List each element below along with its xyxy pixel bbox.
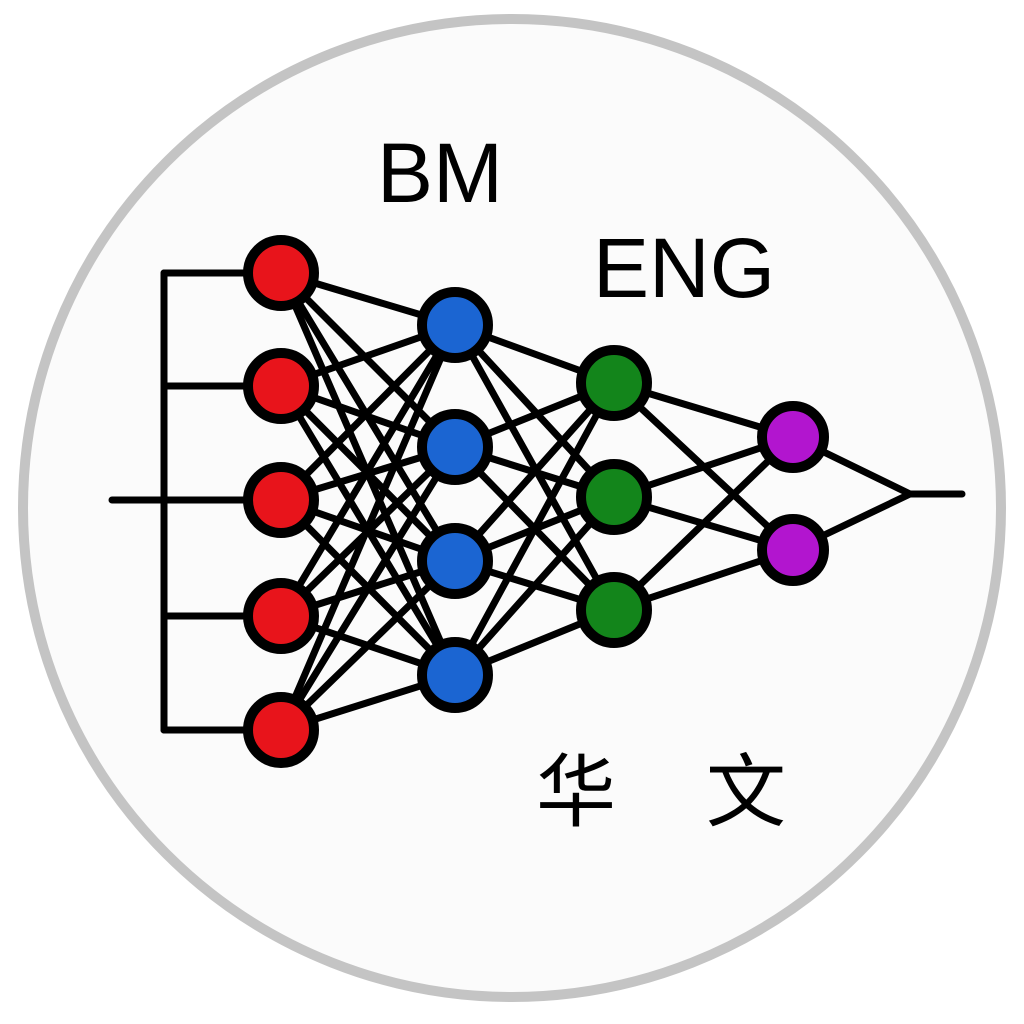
- hidden-1-node: [417, 409, 493, 485]
- input-node: [243, 348, 319, 424]
- connection-edge: [451, 379, 618, 679]
- hidden-1-node: [417, 287, 493, 363]
- hidden-1-node: [417, 637, 493, 713]
- connection-edge: [277, 443, 459, 734]
- input-node: [243, 462, 319, 538]
- label-eng: ENG: [593, 221, 775, 315]
- output-node: [757, 401, 829, 473]
- label-wen: 文: [706, 746, 786, 839]
- connection-edge: [277, 321, 459, 620]
- hidden-2-node: [576, 459, 652, 535]
- input-node: [243, 235, 319, 311]
- network-nodes: [243, 235, 829, 768]
- connection-edge: [277, 321, 459, 504]
- connection-edge: [277, 321, 459, 734]
- connection-edge: [451, 493, 618, 679]
- hidden-2-node: [576, 345, 652, 421]
- connection-edge: [451, 379, 618, 565]
- input-node: [243, 692, 319, 768]
- connection-edge: [277, 557, 459, 734]
- hidden-2-node: [576, 572, 652, 648]
- label-bm: BM: [377, 126, 503, 220]
- connection-edge: [277, 269, 459, 451]
- connection-edge: [451, 321, 618, 501]
- hidden-1-node: [417, 523, 493, 599]
- connection-edge: [610, 433, 797, 614]
- output-node: [757, 514, 829, 586]
- input-node: [243, 578, 319, 654]
- label-hua: 华: [536, 746, 616, 839]
